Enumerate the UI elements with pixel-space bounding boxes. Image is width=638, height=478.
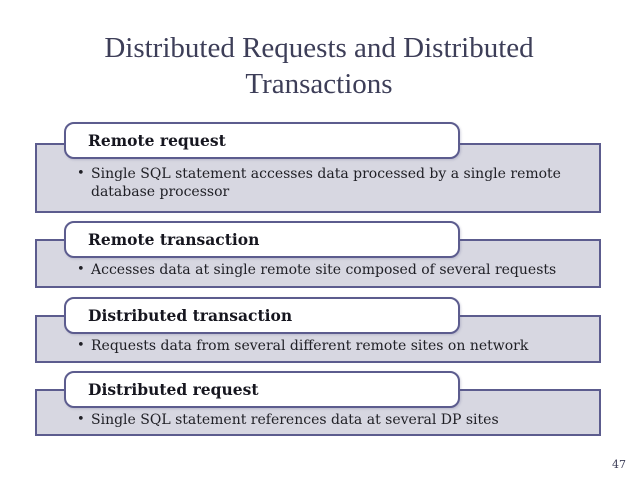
section-header-remote-transaction: Remote transaction — [64, 221, 460, 258]
bullet-item: • Single SQL statement references data a… — [37, 391, 599, 435]
bullet-text: Accesses data at single remote site comp… — [91, 262, 557, 278]
bullet-text: Requests data from several different rem… — [91, 338, 529, 354]
section-heading: Remote transaction — [88, 230, 260, 249]
bullet-item: • Accesses data at single remote site co… — [37, 241, 599, 285]
bullet-icon: • — [77, 166, 85, 181]
bullet-item: • Single SQL statement accesses data pro… — [37, 145, 599, 207]
bullet-icon: • — [77, 338, 85, 353]
section-header-distributed-request: Distributed request — [64, 371, 460, 408]
slide-title-line-1: Distributed Requests and Distributed — [104, 32, 534, 64]
bullet-item: • Requests data from several different r… — [37, 317, 599, 361]
slide-title-line-2: Transactions — [245, 68, 393, 100]
section-heading: Distributed request — [88, 380, 259, 399]
section-heading: Distributed transaction — [88, 306, 293, 325]
bullet-text: Single SQL statement references data at … — [91, 412, 499, 428]
page-number: 47 — [612, 458, 626, 471]
section-header-remote-request: Remote request — [64, 122, 460, 159]
bullet-icon: • — [77, 262, 85, 277]
section-header-distributed-transaction: Distributed transaction — [64, 297, 460, 334]
section-heading: Remote request — [88, 131, 226, 150]
bullet-icon: • — [77, 412, 85, 427]
bullet-text: Single SQL statement accesses data proce… — [91, 166, 561, 200]
slide-title: Distributed Requests and Distributed Tra… — [0, 30, 638, 102]
